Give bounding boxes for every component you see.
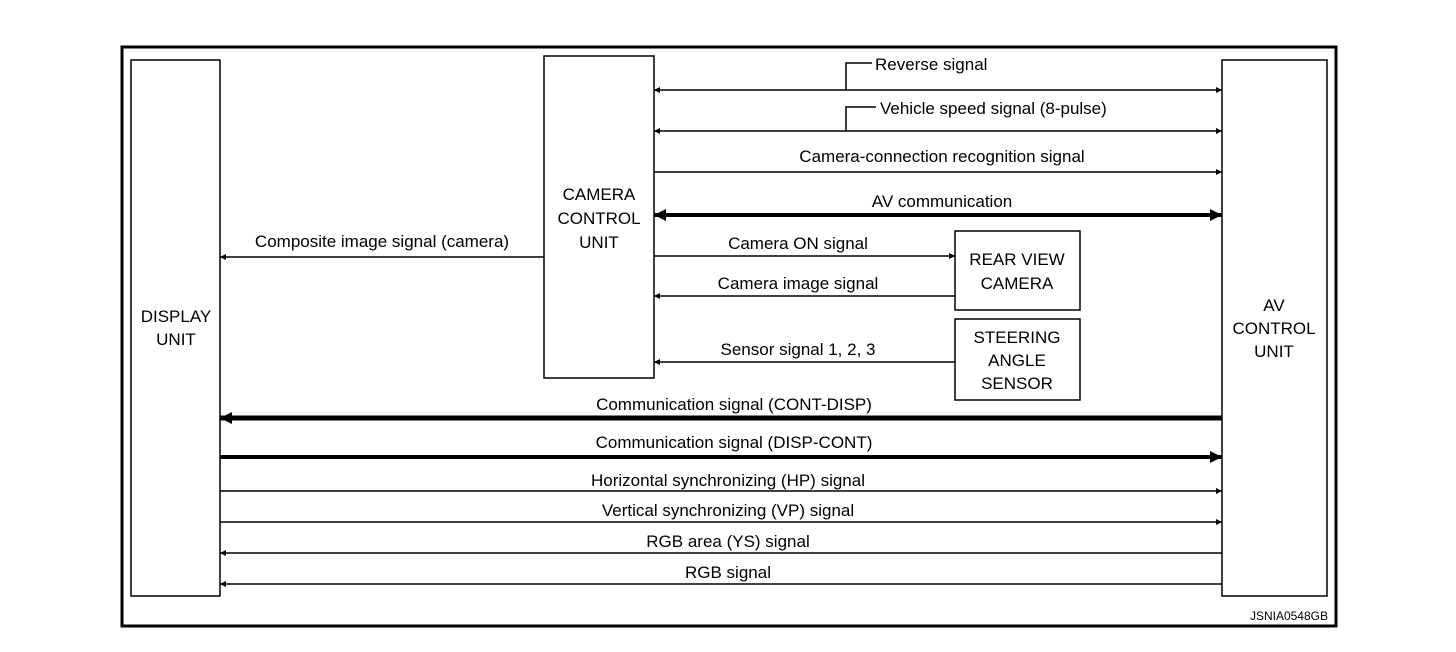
camera-on-signal-label: Camera ON signal	[728, 234, 868, 253]
comm-disp-cont-line: Communication signal (DISP-CONT)	[220, 433, 1222, 463]
av-control-unit-label-1: AV	[1263, 296, 1285, 315]
vertical-sync-signal-label: Vertical synchronizing (VP) signal	[602, 501, 854, 520]
camera-control-unit-label-3: UNIT	[579, 233, 619, 252]
vertical-sync-signal-line: Vertical synchronizing (VP) signal	[220, 501, 1222, 525]
camera-control-unit-label-1: CAMERA	[563, 185, 636, 204]
camera-connection-signal-label: Camera-connection recognition signal	[799, 147, 1084, 166]
horizontal-sync-signal-label: Horizontal synchronizing (HP) signal	[591, 471, 865, 490]
rgb-area-signal-line: RGB area (YS) signal	[220, 532, 1222, 556]
camera-image-signal-label: Camera image signal	[718, 274, 879, 293]
av-control-unit-box: AV CONTROL UNIT	[1221, 59, 1328, 597]
outer-frame	[120, 45, 1338, 628]
figure-code: JSNIA0548GB	[1250, 609, 1328, 623]
display-unit-label-2: UNIT	[156, 330, 196, 349]
rear-view-camera-box: REAR VIEW CAMERA	[954, 230, 1081, 311]
camera-control-unit-box: CAMERA CONTROL UNIT	[543, 55, 655, 379]
av-control-unit-label-2: CONTROL	[1232, 319, 1315, 338]
sensor-signal-label: Sensor signal 1, 2, 3	[721, 340, 876, 359]
rear-view-camera-label-2: CAMERA	[981, 274, 1054, 293]
rgb-signal-line: RGB signal	[220, 563, 1222, 587]
camera-connection-signal-line: Camera-connection recognition signal	[654, 147, 1222, 175]
rear-view-camera-label-1: REAR VIEW	[969, 250, 1064, 269]
comm-disp-cont-label: Communication signal (DISP-CONT)	[596, 433, 873, 452]
steering-angle-sensor-label-1: STEERING	[974, 328, 1061, 347]
steering-angle-sensor-label-2: ANGLE	[988, 351, 1046, 370]
camera-image-signal-line: Camera image signal	[654, 274, 955, 299]
vehicle-speed-signal-line: Vehicle speed signal (8-pulse)	[654, 99, 1222, 134]
steering-angle-sensor-box: STEERING ANGLE SENSOR	[954, 318, 1081, 401]
av-communication-line: AV communication	[654, 192, 1222, 221]
av-communication-label: AV communication	[872, 192, 1012, 211]
rgb-area-signal-label: RGB area (YS) signal	[646, 532, 809, 551]
comm-cont-disp-label: Communication signal (CONT-DISP)	[596, 395, 872, 414]
camera-on-signal-line: Camera ON signal	[654, 234, 955, 259]
reverse-signal-label: Reverse signal	[875, 55, 987, 74]
comm-cont-disp-line: Communication signal (CONT-DISP)	[220, 395, 1222, 424]
display-unit-box: DISPLAY UNIT	[130, 59, 221, 597]
display-unit-label-1: DISPLAY	[141, 307, 212, 326]
reverse-signal-line: Reverse signal	[654, 55, 1222, 93]
composite-image-signal-line: Composite image signal (camera)	[220, 232, 544, 260]
rgb-signal-label: RGB signal	[685, 563, 771, 582]
av-control-unit-label-3: UNIT	[1254, 342, 1294, 361]
horizontal-sync-signal-line: Horizontal synchronizing (HP) signal	[220, 471, 1222, 494]
composite-image-signal-label: Composite image signal (camera)	[255, 232, 509, 251]
steering-angle-sensor-label-3: SENSOR	[981, 374, 1053, 393]
sensor-signal-line: Sensor signal 1, 2, 3	[654, 340, 955, 365]
vehicle-speed-signal-label: Vehicle speed signal (8-pulse)	[880, 99, 1107, 118]
camera-control-unit-label-2: CONTROL	[557, 209, 640, 228]
